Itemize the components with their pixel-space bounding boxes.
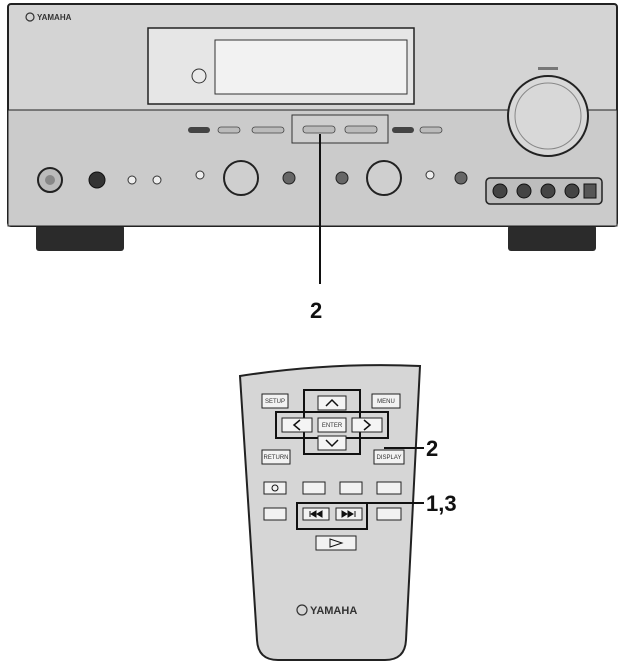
remote-button[interactable] [376, 507, 402, 521]
receiver-foot-left [36, 225, 124, 251]
remote-button[interactable] [263, 507, 287, 521]
program-selector-knob[interactable] [366, 160, 402, 196]
callout-front-panel: 2 [310, 298, 322, 323]
setup-button[interactable] [261, 393, 289, 409]
enter-button[interactable] [317, 417, 347, 433]
front-button[interactable] [425, 170, 435, 180]
av-receiver: YAMAHA [7, 3, 618, 251]
stop-icon [271, 484, 279, 492]
front-button[interactable] [188, 127, 210, 133]
preset-down-button[interactable] [302, 125, 336, 134]
optical-jack [583, 183, 597, 199]
receiver-logo: YAMAHA [25, 12, 72, 22]
play-button[interactable] [315, 535, 357, 551]
aux-jack [516, 183, 532, 199]
power-icon [45, 175, 55, 185]
phones-jack [88, 171, 106, 189]
front-button[interactable] [282, 171, 296, 185]
display-button[interactable] [373, 449, 405, 465]
play-icon [329, 538, 344, 548]
fast-forward-button[interactable] [339, 481, 363, 495]
receiver-foot-right [508, 225, 596, 251]
front-lower-controls [37, 160, 468, 196]
skip-back-icon [309, 510, 323, 518]
rewind-button[interactable] [302, 481, 326, 495]
chevron-down-icon [325, 439, 339, 448]
return-label: RETURN [264, 455, 289, 461]
receiver-brand: YAMAHA [37, 13, 72, 22]
setup-label: SETUP [265, 399, 285, 405]
return-button[interactable] [261, 449, 291, 465]
ir-sensor [191, 68, 207, 84]
cursor-left-button[interactable] [281, 417, 313, 433]
yamaha-emblem-icon [296, 604, 308, 616]
remote-control: SETUP MENU ENTER RETURN DISPLAY [238, 364, 422, 661]
video-aux-jacks [485, 177, 603, 205]
enter-label: ENTER [322, 423, 343, 429]
cursor-up-button[interactable] [317, 395, 347, 411]
display-window [214, 39, 408, 95]
volume-knob[interactable] [507, 75, 589, 157]
front-button[interactable] [454, 171, 468, 185]
input-selector-knob[interactable] [223, 160, 259, 196]
remote-brand: YAMAHA [310, 605, 357, 617]
preset-up-button[interactable] [344, 125, 378, 134]
front-button[interactable] [217, 126, 241, 134]
cursor-right-button[interactable] [351, 417, 383, 433]
display-label: DISPLAY [377, 455, 402, 461]
speakers-b-button[interactable] [152, 175, 162, 185]
menu-button[interactable] [371, 393, 401, 409]
aux-jack [564, 183, 580, 199]
stop-button[interactable] [263, 481, 287, 495]
aux-jack [492, 183, 508, 199]
skip-forward-icon [341, 510, 356, 518]
menu-label: MENU [377, 399, 395, 405]
speakers-a-button[interactable] [127, 175, 137, 185]
callout-cursor-pad: 2 [426, 436, 438, 461]
yamaha-emblem-icon [25, 12, 35, 22]
pause-button[interactable] [376, 481, 402, 495]
front-button[interactable] [195, 170, 205, 180]
front-button[interactable] [392, 127, 414, 133]
cursor-down-button[interactable] [317, 435, 347, 451]
chevron-left-icon [292, 419, 301, 431]
volume-label [538, 67, 558, 70]
aux-jack [540, 183, 556, 199]
front-button[interactable] [335, 171, 349, 185]
callout-skip-buttons: 1,3 [426, 491, 457, 516]
chevron-up-icon [325, 398, 339, 407]
volume-knob-ring [514, 82, 582, 150]
front-button[interactable] [251, 126, 285, 134]
front-button[interactable] [419, 126, 443, 134]
chevron-right-icon [363, 419, 372, 431]
skip-buttons-highlight [296, 502, 368, 530]
front-button-row [188, 126, 443, 134]
